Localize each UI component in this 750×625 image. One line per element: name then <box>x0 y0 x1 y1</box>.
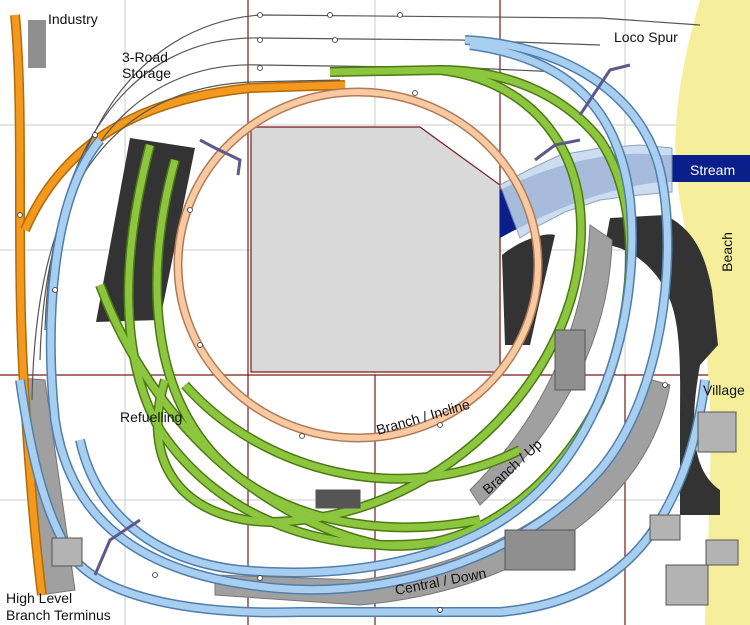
storage-label-line2: Storage <box>122 65 171 81</box>
terminus-label-line1: High Level <box>6 590 72 606</box>
industry-building <box>28 20 46 68</box>
turnout-markers <box>17 12 668 613</box>
village-buildings <box>51 329 739 606</box>
refuelling-label: Refuelling <box>120 409 182 425</box>
terminus-label-line2: Branch Terminus <box>6 607 111 623</box>
loco-spur-label: Loco Spur <box>614 29 678 45</box>
storage-label-line1: 3-Road <box>122 49 168 65</box>
industry-label: Industry <box>48 11 98 27</box>
village-label: Village <box>703 382 745 398</box>
operating-well <box>250 126 501 373</box>
beach-label: Beach <box>719 232 735 272</box>
orange-line <box>10 14 346 596</box>
stream-label: Stream <box>690 162 735 178</box>
signal-gantries <box>93 63 631 576</box>
main-lines <box>15 35 710 618</box>
incline-loop <box>173 87 543 443</box>
branch-incline-label: Branch / Incline <box>374 396 471 438</box>
